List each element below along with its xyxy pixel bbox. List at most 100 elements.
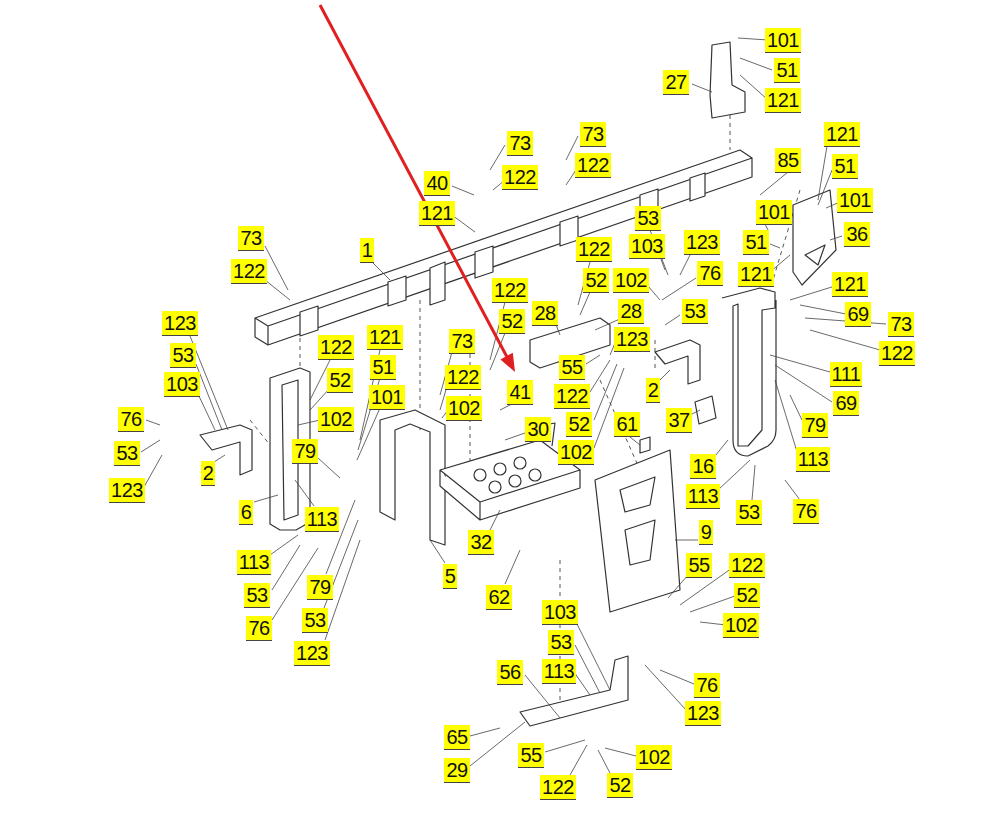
callout-number: 101	[756, 200, 792, 225]
callout-number: 123	[614, 327, 650, 352]
callout-number: 113	[542, 659, 576, 684]
callout-number: 76	[246, 616, 271, 641]
callout-number: 52	[566, 412, 591, 437]
callout-number: 79	[802, 413, 827, 438]
callout-number: 55	[559, 355, 584, 380]
callout-number: 73	[888, 312, 913, 337]
callout-number: 121	[738, 262, 774, 287]
tray-32	[440, 423, 580, 520]
callout-number: 122	[318, 335, 354, 360]
callout-number: 122	[502, 165, 538, 190]
callout-number: 56	[497, 660, 522, 685]
callout-number: 65	[444, 725, 469, 750]
callout-number: 62	[486, 585, 511, 610]
callout-number: 113	[686, 484, 720, 509]
tray-holes	[474, 457, 541, 493]
callout-number: 76	[118, 407, 143, 432]
bracket-29	[520, 656, 628, 726]
callout-number: 52	[327, 368, 352, 393]
callout-number: 122	[575, 153, 611, 178]
parts	[200, 42, 836, 726]
hole	[494, 463, 506, 475]
plate-9	[595, 450, 680, 612]
callout-number: 53	[114, 441, 139, 466]
arrow-head	[500, 353, 515, 372]
arrow-shaft	[320, 5, 507, 357]
callout-number: 101	[837, 188, 873, 213]
callout-number: 5	[443, 564, 458, 589]
beam-tabs	[300, 173, 705, 336]
callout-number: 73	[238, 226, 263, 251]
callout-number: 122	[576, 237, 612, 262]
callout-number: 52	[583, 268, 608, 293]
callout-number: 76	[793, 499, 818, 524]
bracket-36	[793, 190, 836, 285]
callout-number: 2	[646, 378, 661, 403]
callout-number: 53	[244, 583, 269, 608]
callout-number: 52	[734, 583, 759, 608]
callout-number: 55	[686, 553, 711, 578]
callout-number: 123	[109, 478, 145, 503]
callout-number: 121	[419, 201, 455, 226]
hole	[514, 457, 526, 469]
callout-number: 52	[499, 309, 524, 334]
callout-number: 32	[468, 530, 493, 555]
callout-number: 122	[729, 553, 765, 578]
callout-number: 121	[824, 122, 860, 147]
callout-number: 16	[690, 454, 715, 479]
hole	[474, 469, 486, 481]
callout-number: 102	[446, 396, 482, 421]
callout-number: 2	[201, 461, 216, 486]
frame-5	[380, 410, 445, 545]
hole	[509, 475, 521, 487]
bracket-37-block	[640, 437, 650, 453]
callout-number: 122	[492, 278, 528, 303]
callout-number: 73	[507, 131, 532, 156]
callout-number: 122	[445, 365, 481, 390]
callout-number: 123	[684, 230, 720, 255]
callout-number: 121	[367, 325, 403, 350]
callout-number: 103	[164, 372, 200, 397]
callout-number: 37	[666, 408, 691, 433]
leader-lines	[141, 38, 886, 775]
callout-number: 28	[532, 301, 557, 326]
callout-number: 76	[694, 673, 719, 698]
hole	[529, 469, 541, 481]
callout-number: 1	[360, 238, 375, 263]
callout-number: 121	[832, 272, 868, 297]
callout-number: 6	[239, 500, 254, 525]
callout-number: 111	[830, 362, 863, 387]
callout-number: 122	[231, 259, 267, 284]
callout-number: 53	[682, 299, 707, 324]
callout-number: 101	[765, 28, 801, 53]
callout-number: 51	[832, 154, 857, 179]
plate-37	[695, 396, 716, 424]
callout-number: 121	[765, 88, 801, 113]
callout-number: 102	[558, 440, 594, 465]
callout-number: 76	[697, 261, 722, 286]
callout-number: 51	[370, 355, 395, 380]
callout-number: 53	[635, 206, 660, 231]
callout-number: 40	[424, 171, 449, 196]
callout-number: 85	[775, 148, 800, 173]
callout-number: 29	[444, 758, 469, 783]
callout-number: 102	[318, 407, 354, 432]
frame-16	[722, 288, 776, 456]
callout-number: 28	[618, 299, 643, 324]
callout-number: 79	[292, 439, 317, 464]
callout-number: 61	[614, 412, 639, 437]
callout-number: 69	[833, 391, 858, 416]
callout-number: 113	[237, 550, 271, 575]
callout-number: 103	[542, 600, 578, 625]
callout-number: 55	[518, 743, 543, 768]
callout-number: 27	[663, 70, 688, 95]
callout-number: 53	[302, 608, 327, 633]
callout-number: 101	[369, 385, 405, 410]
callout-number: 113	[796, 447, 830, 472]
callout-number: 53	[548, 630, 573, 655]
callout-number: 51	[743, 230, 768, 255]
callout-number: 122	[879, 341, 915, 366]
callout-number: 102	[723, 613, 759, 638]
